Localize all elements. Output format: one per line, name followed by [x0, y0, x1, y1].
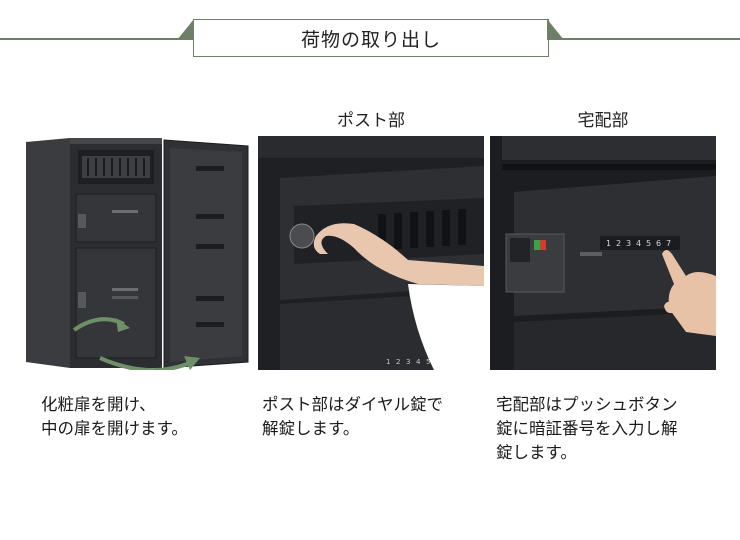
delivery-heading: 宅配部: [577, 111, 629, 131]
svg-text:3: 3: [406, 358, 410, 366]
header-rule-left: [0, 38, 186, 40]
svg-text:2: 2: [396, 358, 400, 366]
header-ornament-left: [177, 19, 194, 40]
caption-line: 錠します。: [496, 443, 577, 462]
page-title: 荷物の取り出し: [193, 19, 549, 57]
cabinet-photo: [20, 136, 252, 370]
caption-post: ポスト部はダイヤル錠で 解錠します。: [262, 393, 443, 441]
svg-text:4: 4: [636, 239, 641, 248]
caption-cabinet: 化粧扉を開け、 中の扉を開けます。: [41, 393, 188, 441]
header-rule-right: [553, 38, 740, 40]
caption-line: ポスト部はダイヤル錠で: [262, 395, 444, 414]
svg-text:1: 1: [386, 358, 390, 366]
svg-text:6: 6: [656, 239, 661, 248]
post-heading: ポスト部: [337, 111, 405, 131]
svg-text:7: 7: [666, 239, 671, 248]
svg-text:5: 5: [646, 239, 651, 248]
caption-line: 宅配部はプッシュボタン: [496, 395, 678, 414]
svg-text:5: 5: [426, 358, 430, 366]
caption-line: 解錠します。: [262, 419, 360, 438]
header-ornament-right: [547, 19, 564, 40]
svg-text:3: 3: [626, 239, 631, 248]
svg-text:4: 4: [416, 358, 421, 366]
caption-delivery: 宅配部はプッシュボタン 錠に暗証番号を入力し解 錠します。: [496, 393, 678, 465]
caption-line: 錠に暗証番号を入力し解: [496, 419, 678, 438]
caption-line: 中の扉を開けます。: [41, 419, 188, 438]
svg-text:2: 2: [616, 239, 621, 248]
post-dial-photo: 123 456 7: [258, 136, 484, 370]
svg-text:1: 1: [606, 239, 611, 248]
caption-line: 化粧扉を開け、: [41, 395, 156, 414]
